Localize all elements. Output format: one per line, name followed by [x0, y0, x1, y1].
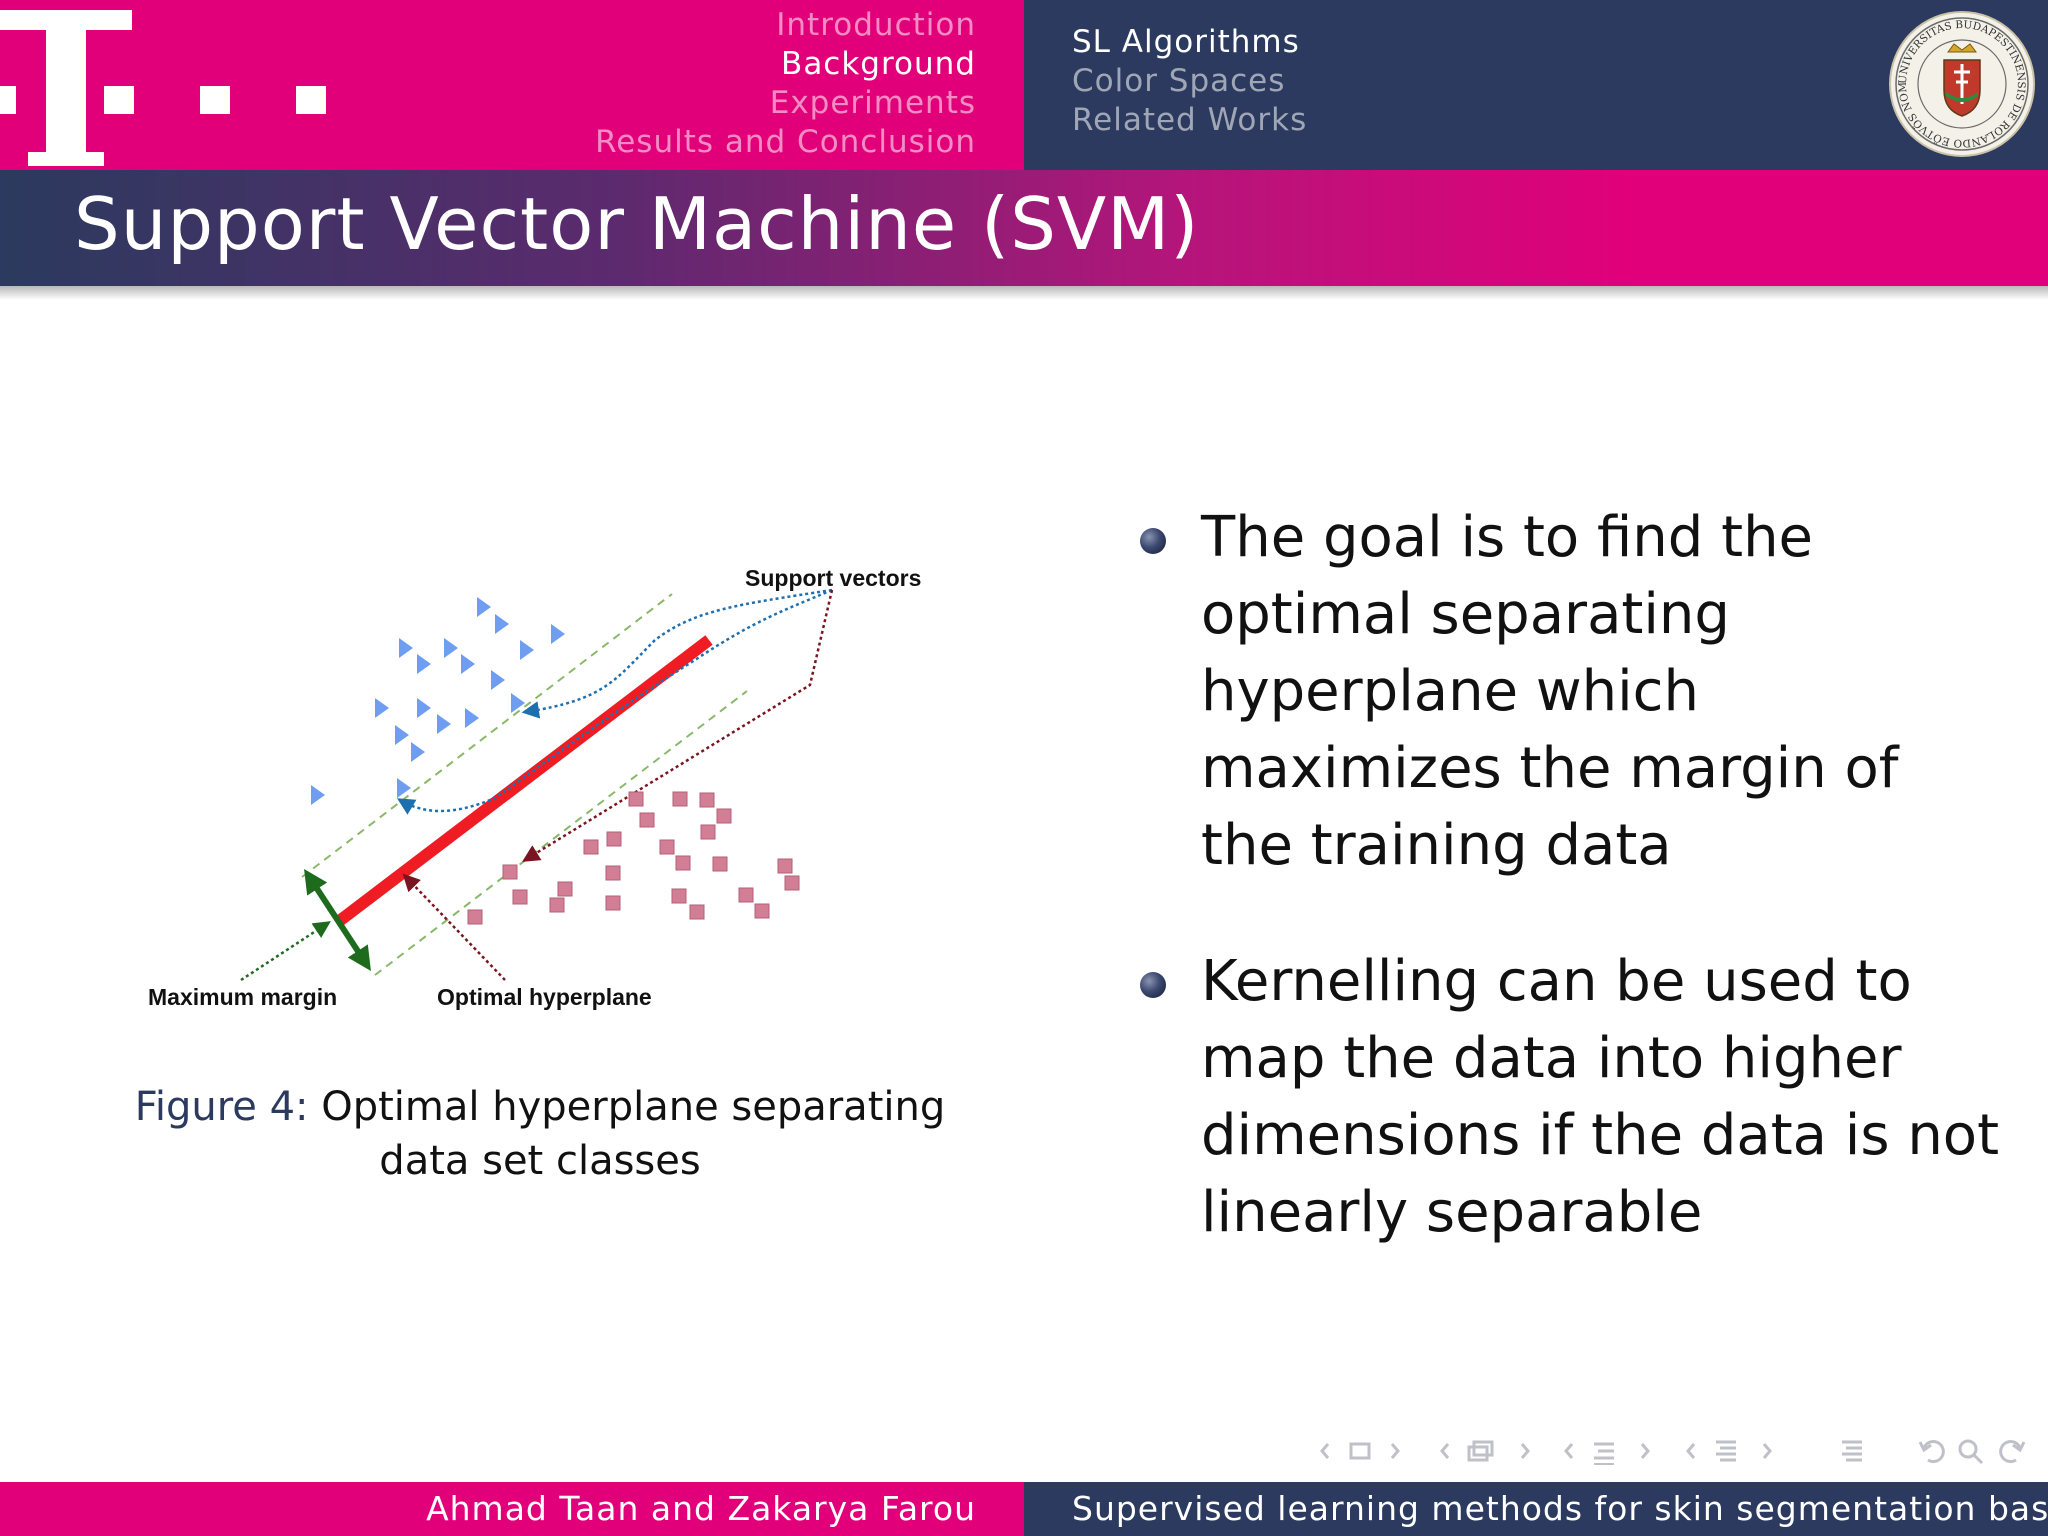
class-a-point — [417, 698, 431, 718]
class-b-point — [659, 839, 675, 855]
footer-presentation-title: Supervised learning methods for skin seg… — [1072, 1489, 2048, 1528]
figure-caption: Figure 4: Optimal hyperplane separating … — [120, 1080, 960, 1188]
class-a-triangles — [311, 597, 565, 805]
class-b-point — [716, 808, 732, 824]
nav-subsection-sl-algorithms[interactable]: SL Algorithms — [1072, 24, 1300, 60]
nav-subsection-related-works[interactable]: Related Works — [1072, 102, 1308, 138]
bullet-text: The goal is to find the optimal separati… — [1201, 505, 1899, 878]
nav-section-background[interactable]: Background — [781, 46, 976, 82]
class-b-point — [675, 855, 691, 871]
toc-icon[interactable] — [1836, 1434, 1876, 1468]
maximum-margin-pointer — [240, 921, 331, 982]
class-b-point — [605, 865, 621, 881]
footer-authors: Ahmad Taan and Zakarya Farou — [426, 1489, 976, 1528]
class-b-point — [738, 887, 754, 903]
support-vector-pointer-upper — [521, 588, 833, 719]
figure-caption-text: Optimal hyperplane separating data set c… — [321, 1084, 946, 1184]
nav-section-results-and-conclusion[interactable]: Results and Conclusion — [595, 124, 976, 160]
class-b-point — [754, 903, 770, 919]
optimal-hyperplane-pointer — [402, 873, 506, 981]
nav-subsection-color-spaces[interactable]: Color Spaces — [1072, 63, 1286, 99]
class-a-point — [511, 693, 525, 713]
subsection-navigation-icon[interactable] — [1436, 1434, 1536, 1468]
undo-search-redo-icons[interactable] — [1916, 1434, 2036, 1468]
svm-figure: Support vectors Maximum margin Optimal h… — [148, 570, 921, 1010]
lower-margin-line — [374, 690, 748, 976]
class-a-point — [397, 778, 411, 798]
class-a-point — [417, 654, 431, 674]
support-vector-pointer-middle — [396, 588, 833, 815]
class-a-point — [465, 708, 479, 728]
class-b-point — [700, 824, 716, 840]
bullet-marker — [1140, 528, 1166, 554]
subsection-navigation: SL Algorithms Color Spaces Related Works — [1072, 23, 1307, 140]
class-b-point — [502, 864, 518, 880]
class-b-point — [777, 858, 793, 874]
class-a-point — [551, 624, 565, 644]
class-b-point — [628, 791, 644, 807]
bullet-text: Kernelling can be used to map the data i… — [1201, 949, 2000, 1245]
class-a-point — [444, 638, 458, 658]
support-vector-pointer-lower — [522, 589, 834, 862]
footer-left-panel: Ahmad Taan and Zakarya Farou — [0, 1482, 1024, 1536]
class-b-point — [689, 904, 705, 920]
slide-title: Support Vector Machine (SVM) — [74, 182, 1200, 266]
class-a-point — [411, 742, 425, 762]
class-a-point — [520, 640, 534, 660]
part-navigation-icon[interactable] — [1682, 1434, 1778, 1468]
class-b-point — [512, 889, 528, 905]
bullet-marker — [1140, 972, 1166, 998]
class-b-point — [606, 831, 622, 847]
support-vectors-label: Support vectors — [745, 570, 921, 591]
figure-caption-label: Figure 4: — [134, 1084, 309, 1130]
frame-navigation-icon[interactable] — [1316, 1434, 1406, 1468]
class-a-point — [461, 654, 475, 674]
class-b-point — [583, 839, 599, 855]
class-a-point — [399, 638, 413, 658]
class-a-point — [395, 725, 409, 745]
university-seal: UNIVERSITAS BUDAPESTINENSIS DE ROLANDO E… — [1888, 10, 2035, 157]
maximum-margin-arrow — [304, 868, 371, 972]
header-left-panel: Introduction Background Experiments Resu… — [0, 0, 1024, 170]
class-b-point — [605, 895, 621, 911]
class-b-point — [784, 875, 800, 891]
class-b-point — [712, 856, 728, 872]
class-b-squares — [467, 791, 800, 925]
class-a-point — [311, 785, 325, 805]
section-navigation-icon[interactable] — [1560, 1434, 1656, 1468]
class-b-point — [639, 812, 655, 828]
class-a-point — [491, 670, 505, 690]
class-a-point — [375, 698, 389, 718]
nav-section-experiments[interactable]: Experiments — [769, 85, 976, 121]
class-a-point — [437, 714, 451, 734]
class-b-point — [549, 897, 565, 913]
upper-margin-line — [301, 593, 673, 878]
nav-section-introduction[interactable]: Introduction — [776, 7, 976, 43]
optimal-hyperplane-label: Optimal hyperplane — [437, 984, 652, 1010]
footer-right-panel: Supervised learning methods for skin seg… — [1024, 1482, 2048, 1536]
section-navigation: Introduction Background Experiments Resu… — [595, 6, 976, 162]
title-bar-shadow — [0, 286, 2048, 300]
maximum-margin-label: Maximum margin — [148, 984, 337, 1010]
class-b-point — [467, 909, 483, 925]
class-a-point — [477, 597, 491, 617]
class-b-point — [672, 791, 688, 807]
hyperplane-line — [334, 635, 713, 927]
class-b-point — [671, 888, 687, 904]
class-b-point — [699, 792, 715, 808]
header-right-panel: SL Algorithms Color Spaces Related Works… — [1024, 0, 2048, 170]
slide-title-bar — [0, 170, 2048, 286]
beamer-navigation-controls — [1316, 1434, 2036, 1468]
class-a-point — [495, 614, 509, 634]
class-b-point — [557, 881, 573, 897]
